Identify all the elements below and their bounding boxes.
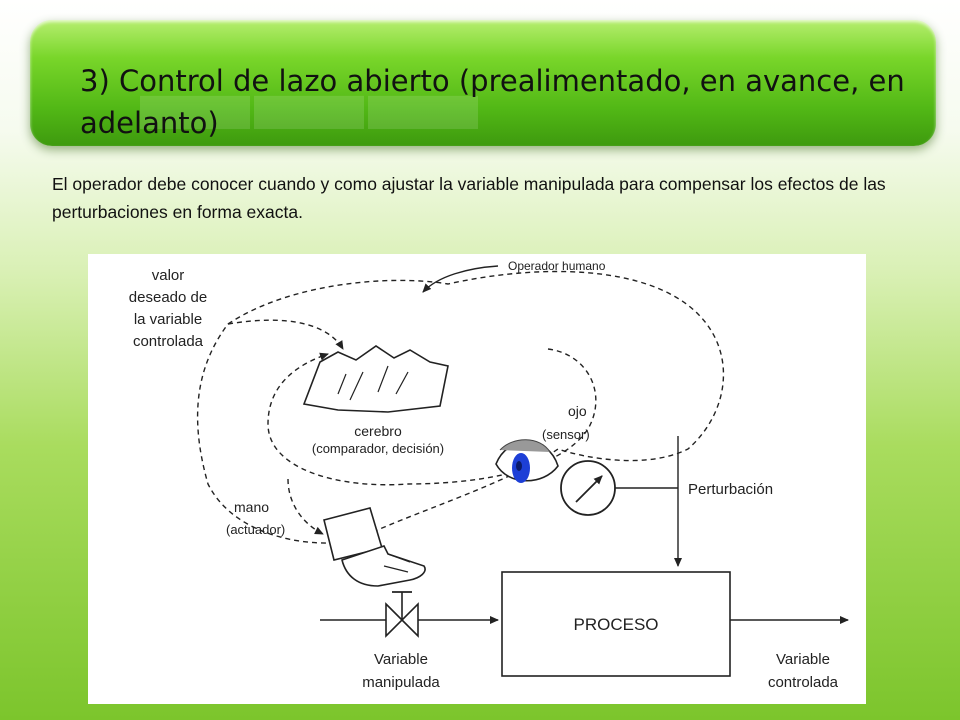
hand-label: mano: [234, 499, 269, 515]
controlled-label-2: controlada: [768, 674, 839, 691]
hand-icon: [323, 507, 426, 587]
gauge-icon: [560, 460, 616, 516]
control-diagram: cerebro (comparador, decisión) valor des…: [88, 254, 866, 704]
process-block: [501, 571, 731, 677]
manipulated-label-1: Variable: [374, 651, 428, 668]
eye-icon: [495, 439, 559, 483]
brain-sublabel: (comparador, decisión): [312, 441, 444, 456]
operator-loop-outer: [196, 270, 725, 544]
setpoint-arrow: [227, 319, 344, 350]
slide-body-text: El operador debe conocer cuando y como a…: [52, 174, 886, 222]
operator-label: Operador humano: [508, 259, 606, 273]
setpoint-label-4: controlada: [133, 333, 204, 350]
slide-title: 3) Control de lazo abierto (prealimentad…: [80, 64, 905, 140]
diagram-svg: cerebro (comparador, decisión) valor des…: [129, 259, 849, 691]
title-bar: ▬▬▬ 3) Control de lazo abierto (prealime…: [30, 20, 936, 153]
brain-label: cerebro: [354, 423, 402, 439]
eye-label: ojo: [568, 403, 587, 419]
eye-sublabel: (sensor): [542, 427, 590, 442]
hand-sublabel: (actuador): [226, 522, 285, 537]
setpoint-label-3: la variable: [134, 311, 202, 328]
manipulated-label-2: manipulada: [362, 674, 440, 691]
brain-to-hand-arrow: [287, 478, 324, 535]
setpoint-label-2: deseado de: [129, 289, 207, 306]
operator-loop-inner: [267, 348, 597, 486]
controlled-label-1: Variable: [776, 651, 830, 668]
operator-pointer: [422, 265, 499, 293]
valve-icon: [385, 591, 419, 638]
disturbance-label: Perturbación: [688, 481, 773, 498]
setpoint-label-1: valor: [152, 267, 185, 284]
brain-icon: [302, 345, 449, 413]
process-label: PROCESO: [573, 615, 658, 634]
